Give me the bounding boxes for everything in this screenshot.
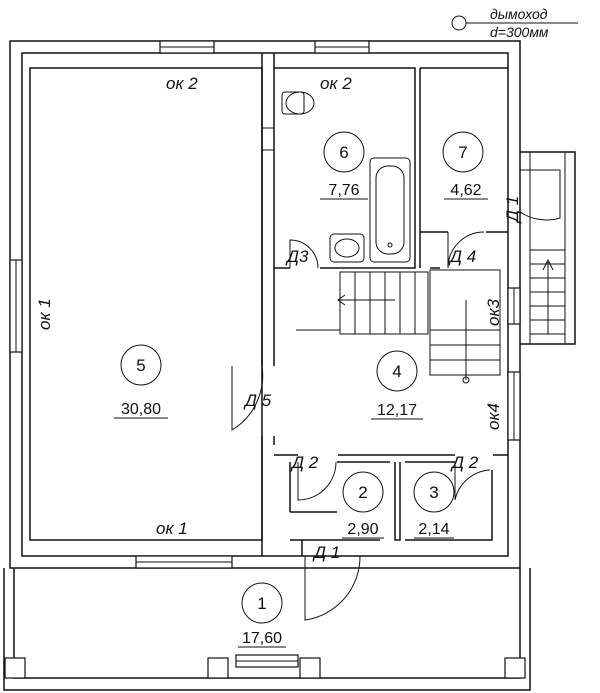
- room-6-number: 6: [339, 143, 348, 162]
- room-markers: 1 17,60 2 2,90 3 2,14 4 12,17 5 30,80: [114, 131, 488, 648]
- exterior-stairs: [520, 151, 576, 345]
- room-4-number: 4: [392, 362, 401, 381]
- room-3-marker: 3 2,14: [413, 471, 455, 539]
- doors: [231, 169, 561, 621]
- chimney-diameter: d=300мм: [490, 24, 549, 40]
- room-2-number: 2: [358, 483, 367, 502]
- door-d2-left-swing: [297, 461, 337, 501]
- bathroom-fixtures: [261, 91, 411, 263]
- windows: [9, 40, 521, 668]
- room-7-area: 4,62: [450, 182, 481, 199]
- toilet-tank-icon: [281, 91, 305, 115]
- chimney-marker: дымоход d=300мм: [451, 6, 578, 40]
- room-5-walls: [29, 67, 263, 541]
- door-label-d3: Д3: [285, 247, 309, 266]
- window-label-ok1-bottom: ок 1: [156, 519, 188, 538]
- room-1-number: 1: [257, 594, 266, 613]
- room-4-marker: 4 12,17: [371, 350, 423, 420]
- window-label-ok4: ок4: [484, 403, 503, 430]
- room-5-marker: 5 30,80: [114, 344, 168, 419]
- interior-partitions: [261, 53, 508, 556]
- door-label-d2-right: Д 2: [450, 453, 479, 472]
- vent-block: [261, 127, 275, 151]
- door-d5-swing: [231, 365, 264, 431]
- toilet-bowl-icon: [285, 91, 315, 115]
- door-d3-swing: [289, 239, 319, 269]
- room-2-area: 2,90: [347, 521, 378, 538]
- room-5-number: 5: [136, 356, 145, 375]
- bathtub-icon: [369, 157, 411, 263]
- room-7-number: 7: [458, 143, 467, 162]
- room-6-marker: 6 7,76: [320, 131, 368, 200]
- room-3-number: 3: [429, 483, 438, 502]
- room-1-marker: 1 17,60: [238, 582, 286, 648]
- door-label-d4: Д 4: [448, 247, 476, 266]
- chimney-label: дымоход: [490, 6, 548, 22]
- door-label-d2-left: Д 2: [290, 453, 319, 472]
- room-6-area: 7,76: [328, 182, 359, 199]
- room-1-area: 17,60: [242, 630, 282, 647]
- window-label-ok2-right: ок 2: [320, 74, 352, 93]
- window-label-ok1-left: ок 1: [35, 298, 54, 330]
- porch-posts: [4, 657, 526, 679]
- door-label-d1-side: Д 1: [503, 196, 522, 224]
- door-label-d5: Д 5: [243, 391, 272, 410]
- door-d1-exterior-swing: [519, 169, 561, 221]
- outer-walls: [3, 40, 531, 691]
- room-2-marker: 2 2,90: [342, 471, 384, 539]
- room-4-area: 12,17: [377, 402, 417, 419]
- window-labels: ок 2 ок 2 ок 1 ок 1 ок3 ок4: [35, 74, 503, 538]
- interior-stairs: [296, 269, 501, 384]
- room-5-area: 30,80: [121, 401, 161, 418]
- door-d2-right-swing: [454, 462, 491, 501]
- window-label-ok3: ок3: [484, 299, 503, 326]
- window-label-ok2-left: ок 2: [166, 74, 198, 93]
- sink-icon: [329, 233, 365, 263]
- door-label-d1-main: Д 1: [312, 543, 340, 562]
- door-d4-swing: [447, 231, 485, 269]
- chimney-circle-icon: [451, 15, 467, 31]
- room-3-area: 2,14: [418, 521, 449, 538]
- door-d1-main-swing: [304, 555, 361, 621]
- room-7-marker: 7 4,62: [442, 131, 488, 200]
- door-labels: Д 1 Д3 Д 4 Д 5 Д 2 Д 2 Д 1: [243, 196, 522, 562]
